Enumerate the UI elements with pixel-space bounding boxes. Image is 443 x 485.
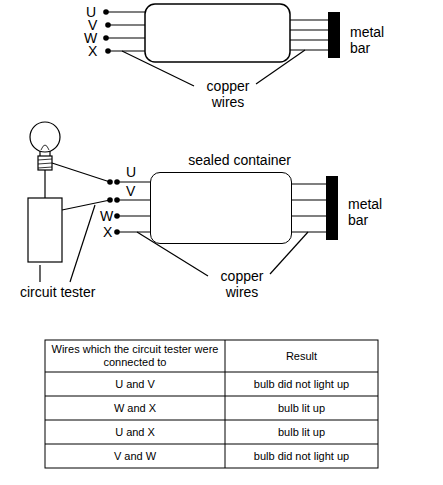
metal-bar <box>328 12 340 58</box>
wire-letter: X <box>88 43 97 59</box>
container-outline <box>145 4 290 62</box>
wire <box>45 163 326 232</box>
wire-letter: W <box>100 208 113 224</box>
part-label: copper wires <box>212 268 272 300</box>
part-label: circuit tester <box>20 284 95 300</box>
wire-letter: V <box>126 183 135 199</box>
container-box: sealed container <box>150 172 292 244</box>
table-cell: bulb did not light up <box>229 450 374 463</box>
wire-letter: U <box>126 164 136 180</box>
table-cell: bulb did not light up <box>229 378 374 391</box>
part-label: copper wires <box>198 78 258 110</box>
wire-letter: X <box>103 224 112 240</box>
table-grid <box>45 340 378 468</box>
table-cell: U and X <box>50 426 220 439</box>
table-cell: U and V <box>50 378 220 391</box>
circuit-tester-box <box>28 198 62 262</box>
part-label: metal bar <box>348 196 393 228</box>
part-label: metal bar <box>350 24 395 56</box>
container-heading: sealed container <box>186 152 293 168</box>
table-cell: V and W <box>50 450 220 463</box>
table-header: Wires which the circuit tester were conn… <box>50 343 220 369</box>
light-bulb <box>30 122 60 170</box>
table-cell: W and X <box>50 402 220 415</box>
table-cell: bulb lit up <box>229 402 374 415</box>
wire <box>106 12 328 51</box>
metal-bar <box>326 176 338 240</box>
terminal-dot <box>103 9 120 235</box>
table-cell: bulb lit up <box>229 426 374 439</box>
table-header: Result <box>229 350 374 363</box>
